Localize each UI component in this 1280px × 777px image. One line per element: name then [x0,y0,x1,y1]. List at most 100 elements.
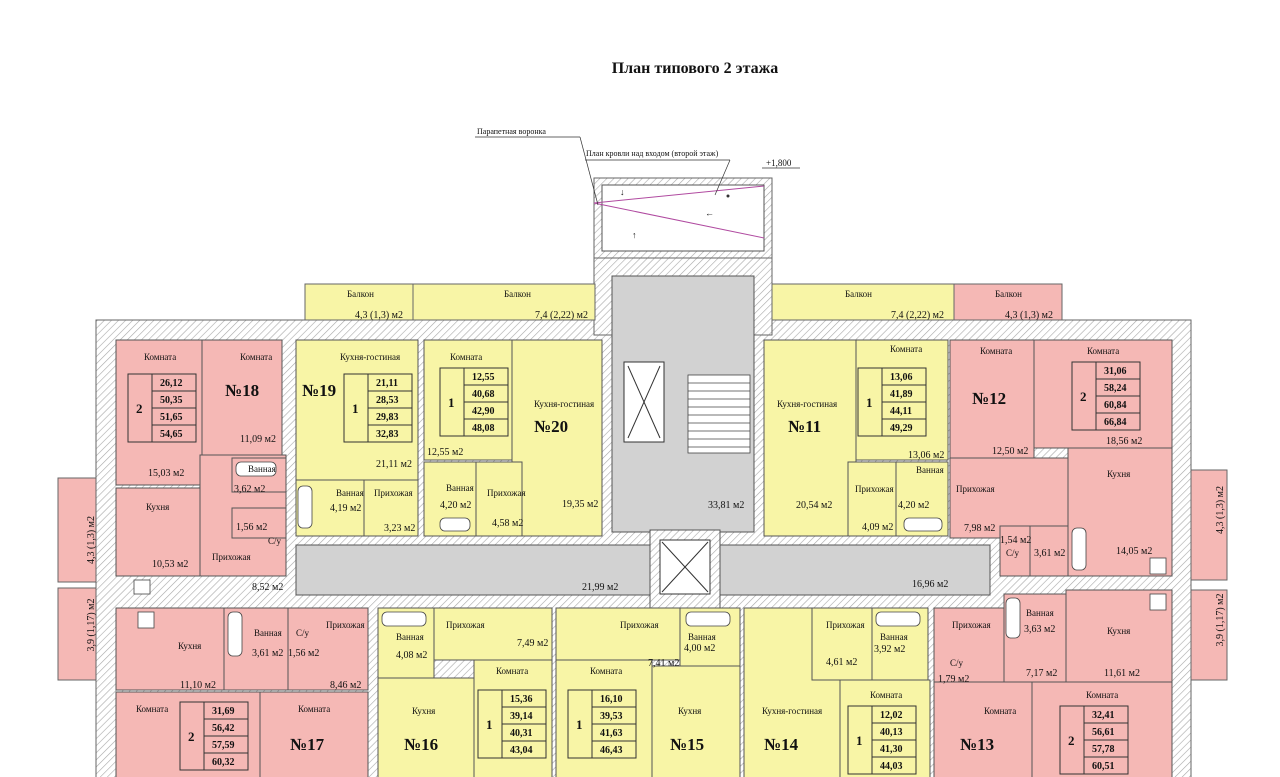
apt17-room-right-label: Комната [298,704,330,714]
side-balcony-l1 [57,477,97,583]
apt11-hall-area: 4,09 м2 [862,522,893,533]
apt13-vann-area: 3,63 м2 [1024,624,1055,635]
apt20-number: №20 [534,417,568,436]
area-value: 60,84 [1104,400,1127,411]
area-value: 28,53 [376,395,399,406]
svg-text:←: ← [705,208,714,218]
apt15-kitchen [651,665,741,777]
balcony-1 [304,283,414,321]
apt16-kitchen [377,677,475,777]
apt12-bath [1029,525,1069,577]
room-count: 1 [576,717,583,732]
apt13-room-right-label: Комната [1086,690,1118,700]
stair-flight [687,374,751,454]
apt16-hall-label: Прихожая [446,620,485,630]
apt13-su-label: С/у [950,658,964,668]
area-value: 29,83 [376,412,399,423]
room-count: 2 [188,729,195,744]
apt12-kitchen-area: 14,05 м2 [1116,546,1152,557]
apt17-number: №17 [290,735,325,754]
area-value: 60,51 [1092,761,1115,772]
area-value: 60,32 [212,757,235,768]
room-count: 1 [448,395,455,410]
balcony-area-4: 4,3 (1,3) м2 [1005,310,1053,321]
apt14-hall [811,607,873,681]
room-count: 1 [352,401,359,416]
apt14-room-label: Комната [870,690,902,700]
area-value: 50,35 [160,395,183,406]
room-count: 1 [866,395,873,410]
apt11-hall-label: Прихожая [855,484,894,494]
apt20-kitchen-living [511,339,603,537]
apt18-kitchen [115,487,201,577]
apt17-hall-area: 8,46 м2 [330,680,361,691]
area-value: 32,41 [1092,710,1115,721]
roof-note: План кровли над входом (второй этаж) [586,149,719,158]
balcony-4 [953,283,1063,321]
apt12-hall-area: 7,98 м2 [964,523,995,534]
area-value: 58,24 [1104,383,1127,394]
area-value: 66,84 [1104,417,1127,428]
room-count: 1 [856,733,863,748]
apt18-room-left [115,339,203,486]
apt12-wc-area: 1,54 м2 [1000,535,1031,546]
apt12-wc [999,525,1031,577]
apt12-number: №12 [972,389,1006,408]
apt20-bath-label: Ванная [446,483,474,493]
apt16-number: №16 [404,735,438,754]
area-value: 12,02 [880,710,903,721]
apt18-bath-label: Ванная [248,464,276,474]
apt17-room-left [115,691,261,777]
area-value: 56,61 [1092,727,1115,738]
area-value: 15,36 [510,694,533,705]
area-value: 44,11 [890,406,912,417]
area-value: 57,59 [212,740,235,751]
apt17-hall-label: Прихожая [326,620,365,630]
side-balcony-r2 [1190,589,1228,681]
apt11-kg-area: 20,54 м2 [796,500,832,511]
apt16-room-label: Комната [496,666,528,676]
apt17-kitchen-label: Кухня [178,641,201,651]
apt17-vann-label: Ванная [254,628,282,638]
apt11-vann-label: Ванная [916,465,944,475]
apt18-bath-area: 3,62 м2 [234,484,265,495]
apt12-room2-area: 18,56 м2 [1106,436,1142,447]
area-value: 44,03 [880,761,903,772]
balcony-2 [412,283,596,321]
apt14-kg-label: Кухня-гостиная [762,706,822,716]
apt19-hall-area: 3,23 м2 [384,523,415,534]
apt14-room [839,679,931,777]
area-value: 54,65 [160,429,183,440]
apt16-kitchen-label: Кухня [412,706,435,716]
area-value: 46,43 [600,745,623,756]
apt13-su-area: 1,79 м2 [938,674,969,685]
apt13-number: №13 [960,735,994,754]
apt12-room1-area: 12,50 м2 [992,446,1028,457]
apt19-kg-area: 21,11 м2 [376,459,412,470]
area-value: 40,68 [472,389,495,400]
apt18-hall-area: 8,52 м2 [252,582,283,593]
apt13-room-right [1031,681,1173,777]
apt19-kitchen-living [295,339,419,481]
apt11-kg-label: Кухня-гостиная [777,399,837,409]
balcony-label-3: Балкон [845,289,872,299]
apt14-vann-area: 3,92 м2 [874,644,905,655]
area-value: 40,31 [510,728,533,739]
area-value: 16,10 [600,694,623,705]
apt18-kitchen-label: Кухня [146,502,169,512]
room-count: 1 [486,717,493,732]
area-value: 43,04 [510,745,533,756]
side-balcony-l2 [57,587,97,681]
apt20-hall-area: 4,58 м2 [492,518,523,529]
apt17-room-right [259,691,369,777]
apt20-room-area: 12,55 м2 [427,447,463,458]
side-balcony-area-r1: 4,3 (1,3) м2 [1215,486,1226,534]
apt18-room-left-area: 15,03 м2 [148,468,184,479]
